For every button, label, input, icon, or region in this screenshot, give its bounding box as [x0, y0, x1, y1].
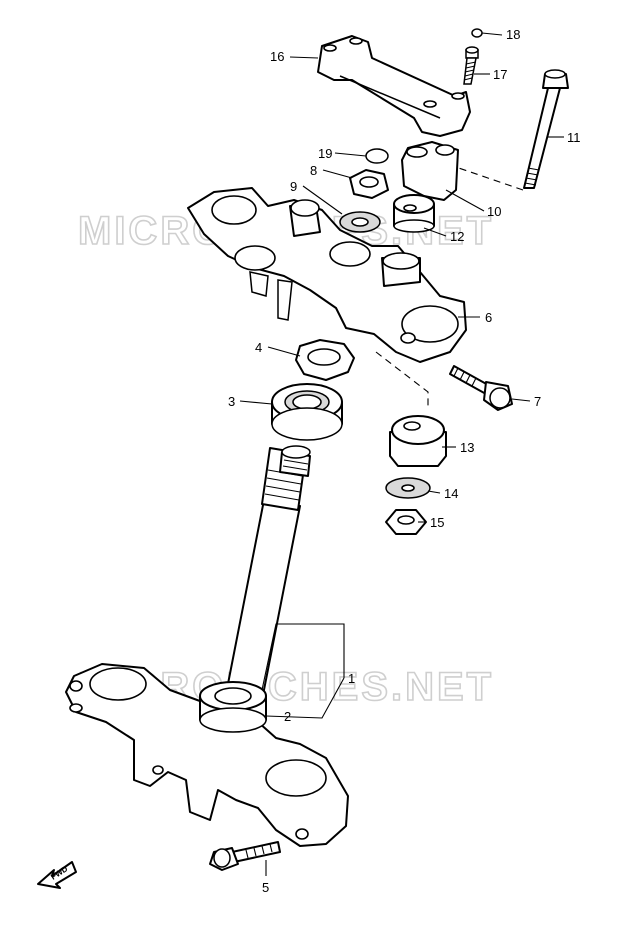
part-10-lower-holder — [401, 141, 459, 201]
callout-8: 8 — [310, 163, 317, 178]
part-7-bolt — [449, 365, 513, 411]
part-9-washer — [339, 211, 381, 233]
dash-line-11 — [449, 164, 524, 191]
part-8-nut — [349, 169, 389, 199]
callout-16: 16 — [270, 49, 284, 64]
part-4-stem-nut — [295, 339, 355, 381]
part-6-upper-bracket — [187, 187, 467, 363]
part-16-handlebar-holder — [317, 35, 471, 137]
callout-4: 4 — [255, 340, 262, 355]
callout-12: 12 — [450, 229, 464, 244]
callout-14: 14 — [444, 486, 458, 501]
fwd-arrow-icon: FWD — [37, 861, 77, 889]
part-11-long-bolt — [523, 69, 569, 189]
part-5-bolt — [209, 841, 281, 871]
callout-2: 2 — [284, 709, 291, 724]
part-14-washer — [385, 477, 431, 499]
part-2-lower-bearing — [199, 681, 267, 733]
callout-3: 3 — [228, 394, 235, 409]
callout-5: 5 — [262, 880, 269, 895]
callout-1: 1 — [348, 671, 355, 686]
part-19-cap — [365, 148, 389, 164]
callout-15: 15 — [430, 515, 444, 530]
callout-18: 18 — [506, 27, 520, 42]
part-13-damper — [389, 415, 447, 467]
dash-line-13 — [375, 351, 429, 410]
callout-9: 9 — [290, 179, 297, 194]
callout-labels: 18 17 16 11 19 8 9 10 12 6 4 3 7 13 14 1… — [228, 27, 581, 895]
callout-7: 7 — [534, 394, 541, 409]
callout-11: 11 — [567, 130, 581, 145]
part-18-cap — [471, 28, 483, 38]
callout-10: 10 — [487, 204, 501, 219]
callout-17: 17 — [493, 67, 507, 82]
part-17-bolt — [463, 46, 479, 85]
part-3-bearing — [271, 383, 343, 441]
part-1-steering-stem — [65, 445, 349, 847]
callout-6: 6 — [485, 310, 492, 325]
callout-19: 19 — [318, 146, 332, 161]
leader-lines — [239, 32, 564, 876]
part-12-damper — [393, 194, 435, 233]
callout-13: 13 — [460, 440, 474, 455]
